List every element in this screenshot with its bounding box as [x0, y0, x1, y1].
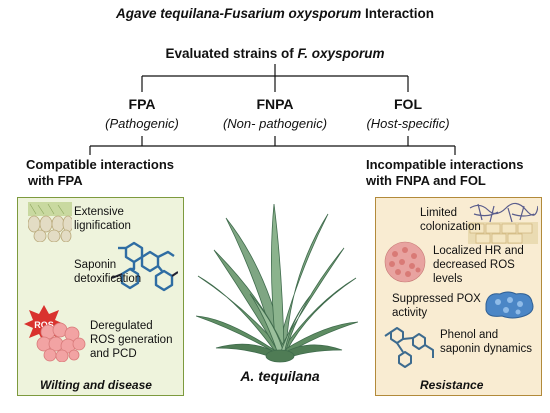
- strain-fnpa-type: (Non- pathogenic): [222, 116, 328, 131]
- outcome-resistance: Resistance: [420, 378, 484, 392]
- diagram-title: Agave tequilana-Fusarium oxysporum Inter…: [0, 6, 550, 21]
- dead-cells-icon: [36, 322, 86, 362]
- step-lignification: Extensive lignification: [74, 206, 131, 232]
- pox-protein-icon: [485, 291, 534, 319]
- strain-fol-type: (Host-specific): [366, 116, 450, 131]
- strain-fol-name: FOL: [394, 96, 422, 112]
- saponin-molecule-icon: [112, 241, 178, 292]
- subtitle-plain: Evaluated strains of: [165, 46, 298, 61]
- strain-fnpa-name: FNPA: [256, 96, 294, 112]
- step-pox: Suppressed POX activity: [392, 293, 481, 319]
- ros-label: ROS: [34, 320, 54, 330]
- left-header-line1: Compatible interactions: [25, 157, 175, 172]
- right-header-line2: with FNPA and FOL: [366, 173, 486, 188]
- hr-cell-icon: [384, 241, 426, 283]
- agave-plant-icon: [196, 203, 358, 363]
- title-plain: Interaction: [361, 6, 435, 21]
- left-header-line2: with FPA: [28, 173, 83, 188]
- right-header-line1: Incompatible interactions: [366, 157, 524, 172]
- outcome-wilting: Wilting and disease: [40, 378, 152, 392]
- right-header: Incompatible interactions with FNPA and …: [366, 157, 546, 189]
- step-saponin: Saponin detoxification: [74, 259, 142, 285]
- step-hr-ros: Localized HR and decreased ROS levels: [433, 245, 524, 285]
- root-colonization-icon: [468, 202, 538, 244]
- step-colonization: Limited colonization: [420, 207, 481, 233]
- diagram-subtitle: Evaluated strains of F. oxysporum: [0, 46, 550, 61]
- phenol-molecule-icon: [384, 327, 434, 368]
- step-phenol: Phenol and saponin dynamics: [440, 329, 533, 355]
- title-italic: Agave tequilana-Fusarium oxysporum: [115, 6, 362, 21]
- left-header: Compatible interactions with FPA: [20, 157, 180, 189]
- lignified-cell-icon: [28, 202, 72, 242]
- plant-label: A. tequilana: [240, 368, 320, 384]
- subtitle-italic: F. oxysporum: [297, 46, 385, 61]
- strain-fpa-name: FPA: [128, 96, 156, 112]
- step-ros-pcd: Deregulated ROS generation and PCD: [90, 320, 173, 360]
- strain-fpa-type: (Pathogenic): [105, 116, 179, 131]
